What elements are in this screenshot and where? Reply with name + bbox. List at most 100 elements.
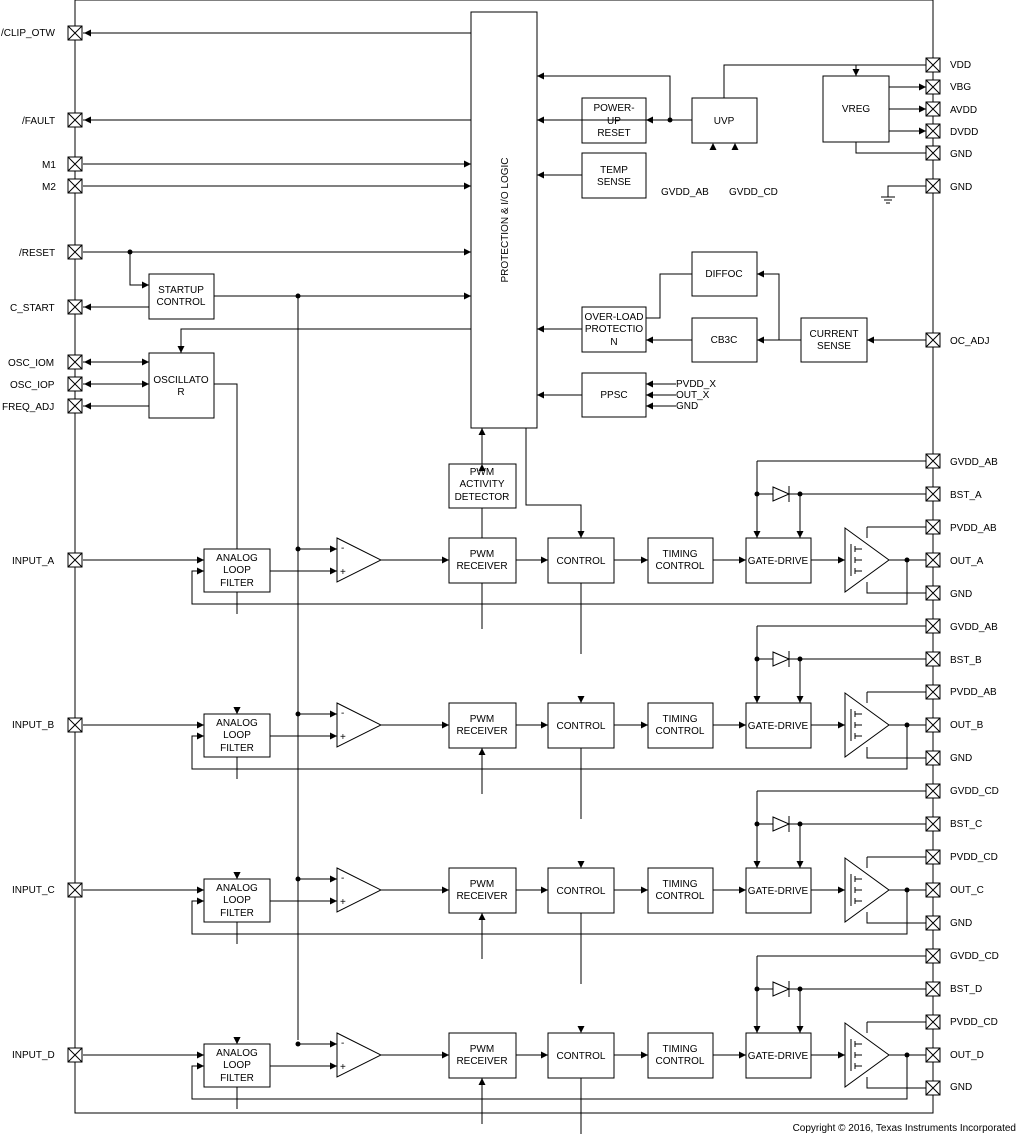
pin-label-bst-b: BST_B — [950, 655, 982, 666]
gate-drive-block: GATE-DRIVE — [745, 1032, 812, 1079]
oscillator-block: OSCILLATO R — [148, 352, 215, 419]
analog-loop-filter-label-1: ANALOG — [216, 718, 258, 729]
channel-wiring — [191, 790, 926, 984]
channel-b: ANALOG LOOP FILTER - + PWM RECEIVER CONT… — [191, 625, 926, 819]
pin-terminal — [925, 948, 941, 964]
pin-label-gvdd-ab-1: GVDD_AB — [950, 457, 998, 468]
right-pins: VDD VBG AVDD DVDD GND GND OC_ADJ GVDD_AB… — [950, 60, 999, 1093]
pin-terminal — [925, 519, 941, 535]
pwm-activity-detector-label-2: ACTIVITY — [459, 479, 504, 490]
overload-protection-label-2: PROTECTIO — [585, 324, 644, 335]
pwm-receiver-label-2: RECEIVER — [456, 1056, 507, 1067]
current-sense-label-2: SENSE — [817, 341, 851, 352]
gate-drive-label: GATE-DRIVE — [748, 886, 809, 897]
pin-label-pvdd-ab-2: PVDD_AB — [950, 687, 997, 698]
power-up-reset-label-2: UP — [607, 116, 621, 127]
pin-label-gvdd-ab-2: GVDD_AB — [950, 622, 998, 633]
arrowhead — [233, 872, 241, 879]
pin-terminal — [925, 101, 941, 117]
pin-label-fault: /FAULT — [22, 116, 55, 127]
left-pins: /CLIP_OTW /FAULT M1 M2 /RESET C_START OS… — [1, 28, 56, 1061]
arrowhead — [796, 1026, 804, 1033]
pwm-receiver-label-1: PWM — [470, 714, 494, 725]
comparator-plus-label: + — [340, 567, 346, 578]
pin-terminal — [925, 717, 941, 733]
pin-terminal — [67, 354, 83, 370]
pin-terminal — [67, 376, 83, 392]
pin-terminal — [67, 299, 83, 315]
pin-label-dvdd: DVDD — [950, 127, 978, 138]
protection-io-logic-block: PROTECTION & I/O LOGIC — [470, 11, 538, 429]
analog-loop-filter-label-2: LOOP — [223, 730, 251, 741]
arrowhead — [442, 886, 449, 894]
pwm-activity-detector-block: PWM ACTIVITY DETECTOR — [448, 463, 517, 509]
pin-terminal — [925, 849, 941, 865]
arrowhead — [464, 292, 471, 300]
pin-label-input-d: INPUT_D — [12, 1050, 55, 1061]
temp-sense-block: TEMP SENSE — [581, 152, 647, 199]
control-label: CONTROL — [557, 721, 606, 732]
arrowhead — [464, 248, 471, 256]
pwm-receiver-block: PWM RECEIVER — [448, 702, 517, 749]
arrowhead — [442, 721, 449, 729]
startup-control-label-2: CONTROL — [157, 297, 206, 308]
arrowhead — [197, 886, 204, 894]
pin-label-m2: M2 — [42, 182, 56, 193]
channel-d: ANALOG LOOP FILTER - + PWM RECEIVER CONT… — [191, 955, 926, 1134]
arrowhead — [739, 556, 746, 564]
timing-control-label-1: TIMING — [663, 549, 698, 560]
pin-terminal — [67, 156, 83, 172]
pin-label-pvdd-cd-1: PVDD_CD — [950, 852, 998, 863]
overload-protection-label-1: OVER-LOAD — [585, 312, 644, 323]
control-label: CONTROL — [557, 556, 606, 567]
arrowhead — [142, 281, 149, 289]
arrowhead — [838, 556, 845, 564]
arrowhead — [867, 336, 874, 344]
uvp-block: UVP — [691, 97, 758, 144]
cb3c-label: CB3C — [711, 335, 738, 346]
arrowhead — [796, 861, 804, 868]
analog-loop-filter-label-2: LOOP — [223, 895, 251, 906]
arrowhead — [541, 556, 548, 564]
temp-sense-label-2: SENSE — [597, 177, 631, 188]
arrowhead — [537, 72, 544, 80]
pwm-receiver-label-2: RECEIVER — [456, 891, 507, 902]
arrowhead — [739, 1051, 746, 1059]
pin-terminal — [925, 123, 941, 139]
bootstrap-diode — [772, 816, 791, 832]
arrowhead — [646, 391, 653, 399]
arrowhead — [197, 1051, 204, 1059]
arrowhead — [330, 545, 337, 553]
pin-label-gnd-1: GND — [950, 149, 972, 160]
pin-label-bst-c: BST_C — [950, 819, 982, 830]
arrowhead — [641, 1051, 648, 1059]
arrowhead — [709, 143, 717, 150]
arrowhead — [641, 886, 648, 894]
timing-control-block: TIMING CONTROL — [647, 1032, 714, 1079]
pin-terminal — [925, 486, 941, 502]
pin-label-pvdd-cd-2: PVDD_CD — [950, 1017, 998, 1028]
arrowhead — [330, 897, 337, 905]
pin-label-input-a: INPUT_A — [12, 556, 55, 567]
comparator: - + — [336, 1032, 383, 1078]
pin-terminals — [67, 25, 941, 1096]
diffoc-block: DIFFOC — [691, 251, 758, 297]
gate-drive-label: GATE-DRIVE — [748, 721, 809, 732]
timing-control-label-1: TIMING — [663, 1044, 698, 1055]
arrowhead — [233, 1037, 241, 1044]
pin-label-oc-adj: OC_ADJ — [950, 336, 989, 347]
arrowheads — [84, 29, 926, 1085]
arrowhead — [197, 897, 204, 905]
arrowhead — [478, 913, 486, 920]
pin-terminal — [67, 552, 83, 568]
pin-terminal — [67, 112, 83, 128]
arrowhead — [753, 696, 761, 703]
diffoc-label: DIFFOC — [705, 269, 742, 280]
pin-terminal — [925, 783, 941, 799]
pin-label-reset: /RESET — [19, 248, 55, 259]
arrowhead — [197, 567, 204, 575]
pin-terminal — [67, 178, 83, 194]
arrowhead — [537, 391, 544, 399]
pwm-receiver-block: PWM RECEIVER — [448, 867, 517, 914]
pin-terminal — [925, 332, 941, 348]
